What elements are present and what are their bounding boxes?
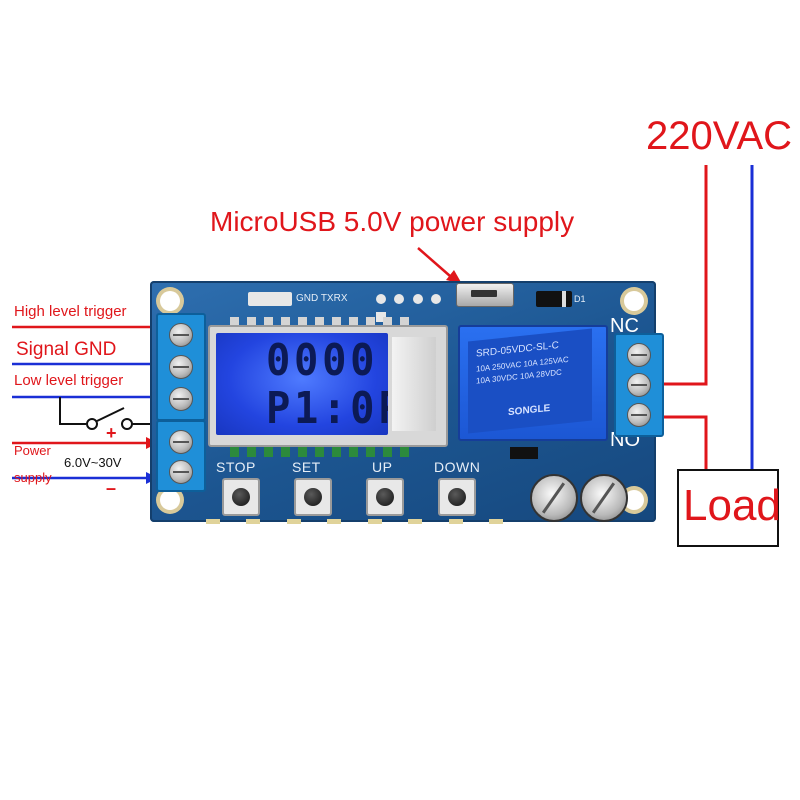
lcd-line-1: 0000 <box>266 335 379 386</box>
capacitor-1 <box>530 474 578 522</box>
terminal-screw-nc[interactable] <box>627 343 651 367</box>
ac-red-wire <box>656 165 708 386</box>
terminal-screw-high[interactable] <box>169 323 193 347</box>
up-silk-label: UP <box>372 459 393 475</box>
diode-silk-label: D1 <box>574 294 586 304</box>
terminal-screw-low[interactable] <box>169 387 193 411</box>
mount-hole-tl <box>160 291 180 311</box>
stop-button[interactable] <box>222 478 260 516</box>
terminal-screw-power-minus[interactable] <box>169 460 193 484</box>
relay-component: SRD-05VDC-SL-C 10A 250VAC 10A 125VAC 10A… <box>458 325 608 441</box>
terminal-screw-power-plus[interactable] <box>169 430 193 454</box>
power-range-label: 6.0V~30V <box>64 455 122 470</box>
header-pads <box>248 292 292 306</box>
terminal-screw-com[interactable] <box>627 373 651 397</box>
low-trigger-label: Low level trigger <box>14 372 124 389</box>
load-label: Load <box>683 481 781 530</box>
mount-hole-br <box>624 490 644 510</box>
usb-arrowhead <box>446 270 462 284</box>
down-silk-label: DOWN <box>434 459 481 475</box>
relay-terminal-block <box>614 333 664 437</box>
load-box: Load <box>677 469 781 547</box>
lcd-screen: 0000 P1:0P <box>216 333 388 435</box>
ac-voltage-label: 220VAC <box>646 114 793 158</box>
lcd-side-panel <box>392 337 436 431</box>
signal-gnd-label: Signal GND <box>16 339 117 360</box>
mount-hole-tr <box>624 291 644 311</box>
smd-component <box>510 447 538 459</box>
header-silk-label: GND TXRX <box>296 293 348 304</box>
diode-d1 <box>536 291 572 307</box>
lcd-line-2: P1:0P <box>266 383 388 434</box>
lcd-bottom-pins <box>230 444 417 457</box>
relay-face: SRD-05VDC-SL-C 10A 250VAC 10A 125VAC 10A… <box>468 328 592 434</box>
mount-hole-bl <box>160 490 180 510</box>
lcd-module: 0000 P1:0P <box>208 325 448 447</box>
terminal-screw-no[interactable] <box>627 403 651 427</box>
power-label-line1: Power <box>14 443 51 458</box>
set-button[interactable] <box>294 478 332 516</box>
set-silk-label: SET <box>292 459 321 475</box>
relay-brand-text: SONGLE <box>508 402 551 419</box>
high-trigger-label: High level trigger <box>14 303 127 320</box>
nc-label: NC <box>610 315 639 337</box>
power-minus-sign: – <box>106 478 117 498</box>
stop-silk-label: STOP <box>216 459 256 475</box>
capacitor-2 <box>580 474 628 522</box>
lcd-top-pins <box>230 314 417 327</box>
power-plus-sign: + <box>106 423 117 443</box>
terminal-screw-gnd[interactable] <box>169 355 193 379</box>
micro-usb-port[interactable] <box>456 283 514 307</box>
down-button[interactable] <box>438 478 476 516</box>
switch-symbol <box>59 397 158 430</box>
pad-row <box>206 511 506 524</box>
signal-terminal-block <box>156 313 206 421</box>
no-red-wire <box>656 415 708 469</box>
up-button[interactable] <box>366 478 404 516</box>
usb-arrow-line <box>417 247 451 277</box>
usb-power-label: MicroUSB 5.0V power supply <box>210 206 575 237</box>
power-label-line2: supply <box>14 470 52 485</box>
pin-pads <box>376 291 446 322</box>
power-terminal-block <box>156 420 206 492</box>
